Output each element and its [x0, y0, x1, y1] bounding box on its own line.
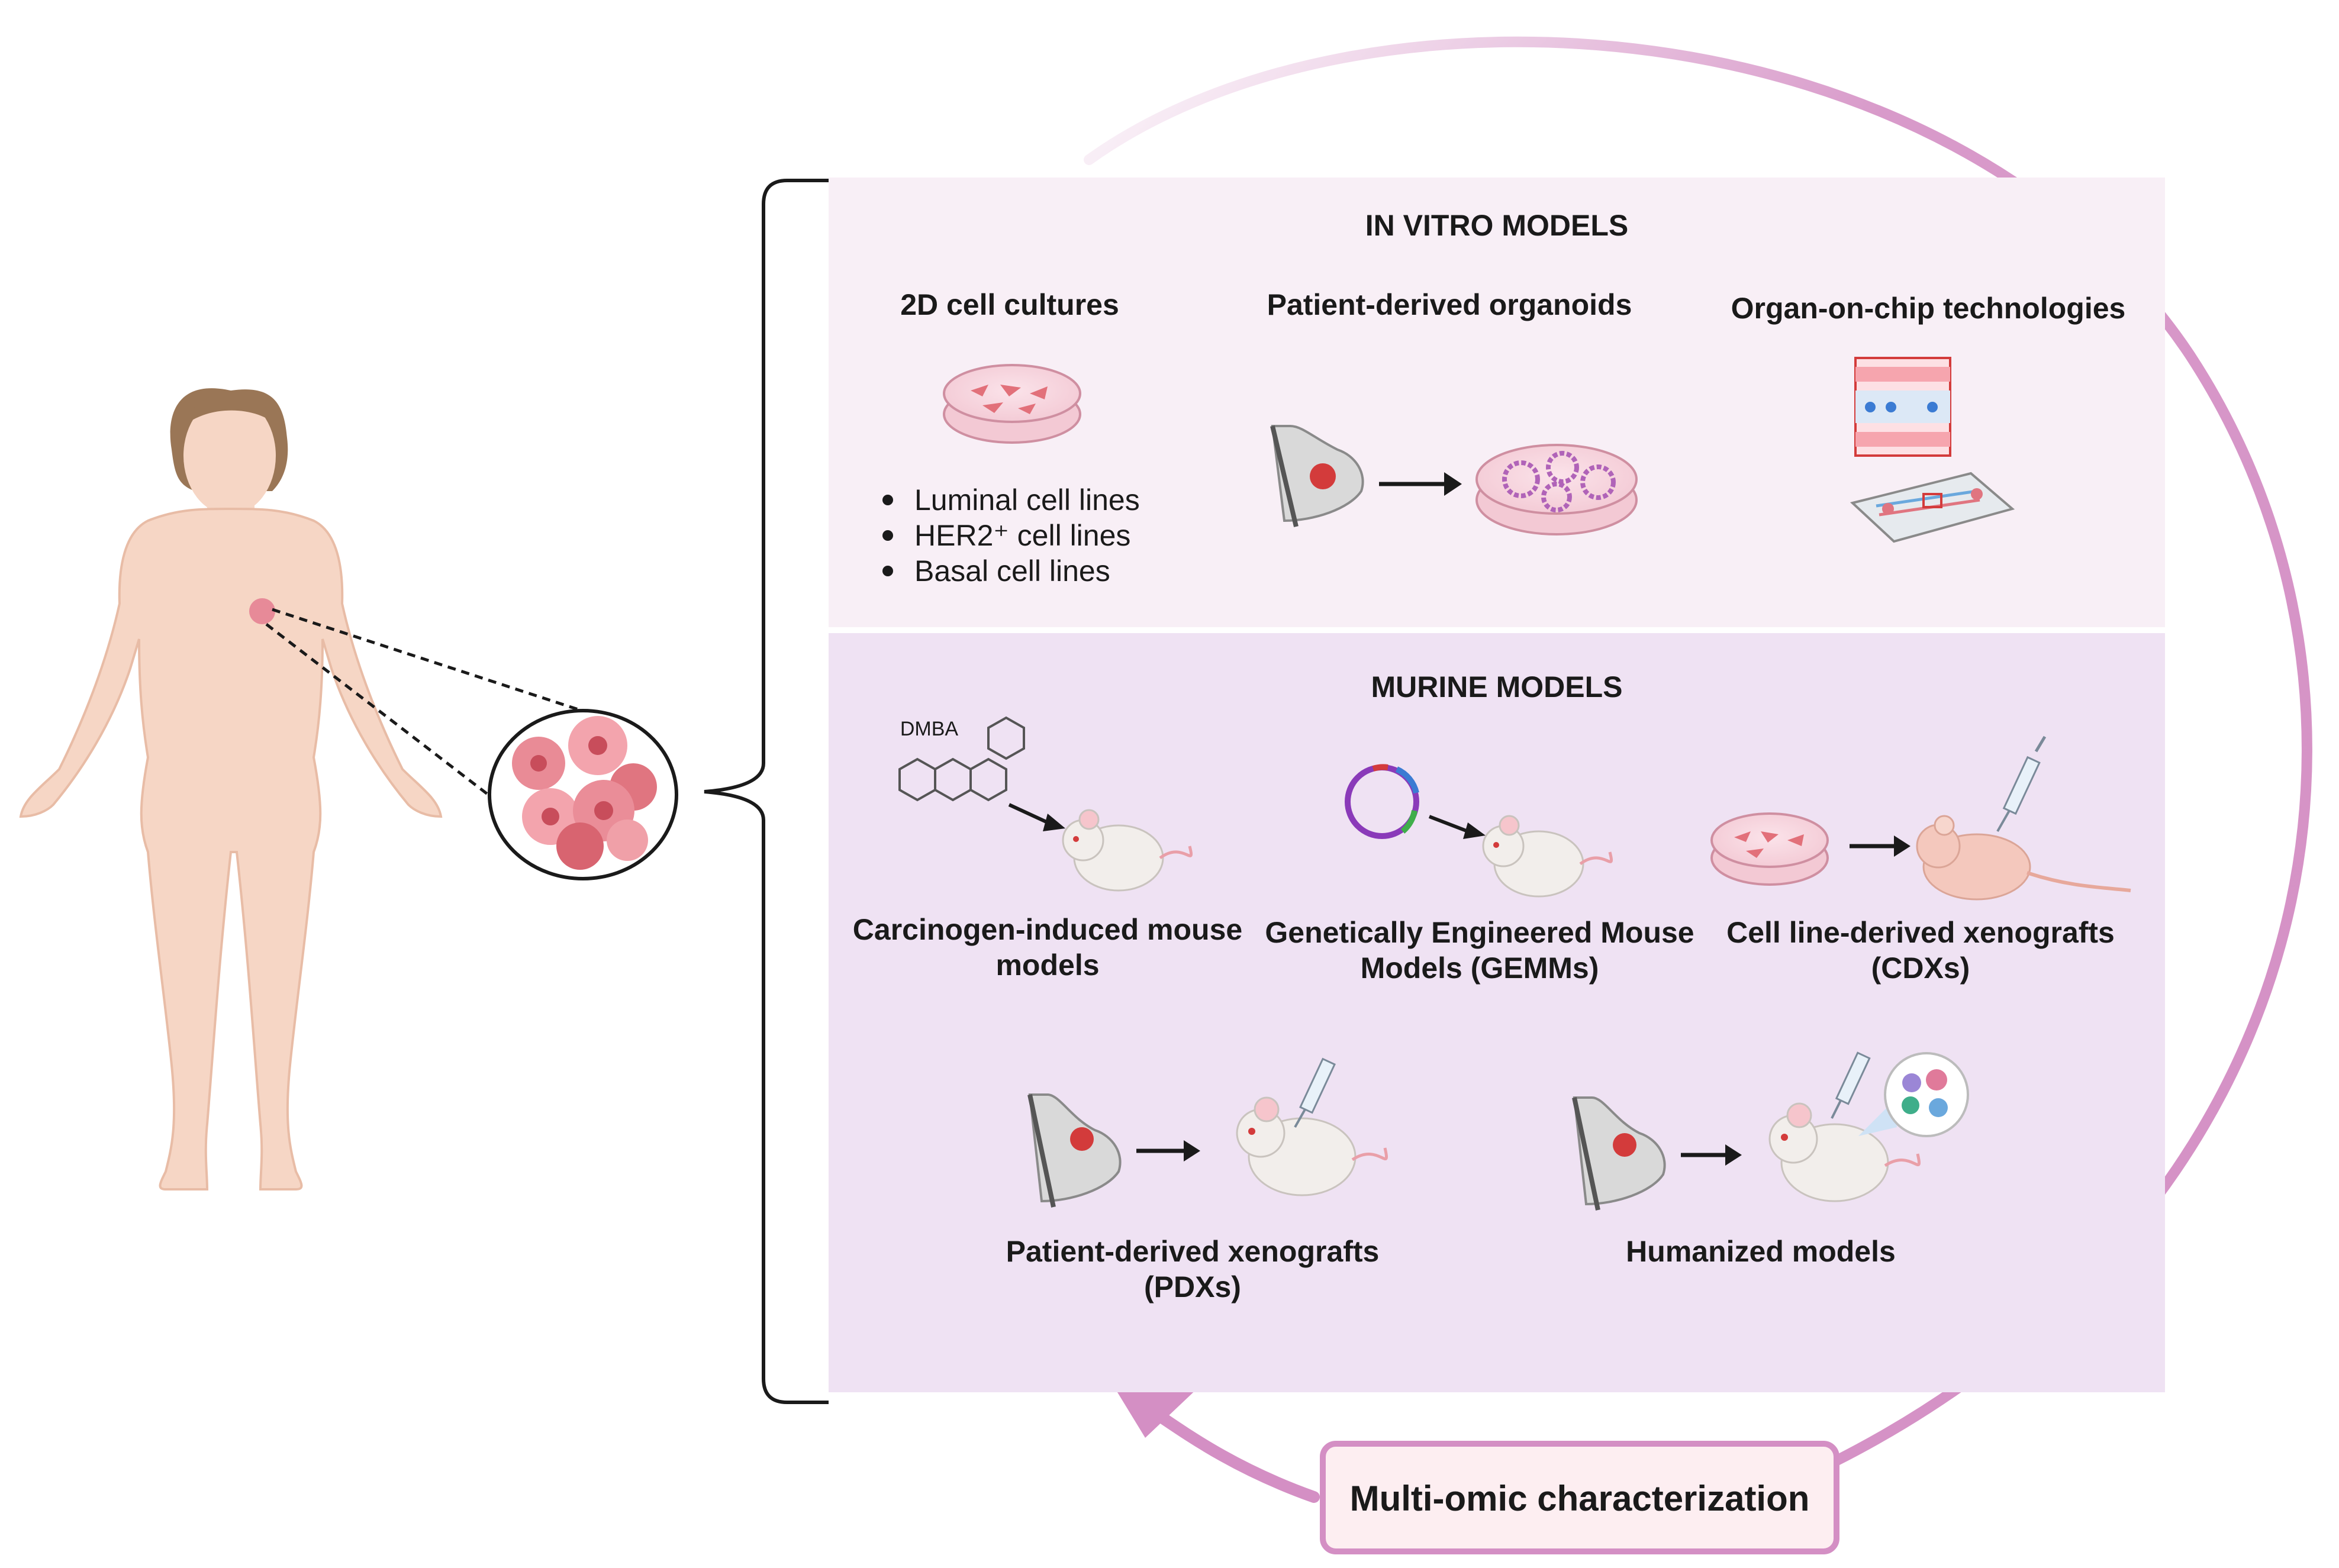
cdx-label-line1: Cell line-derived xenografts: [1726, 916, 2115, 949]
carcinogen-label-line2: models: [995, 948, 1099, 982]
cultures-2d-label: 2D cell cultures: [900, 288, 1119, 321]
dmba-label: DMBA: [900, 718, 959, 740]
pdx-label-line2: (PDXs): [1144, 1270, 1241, 1304]
human-figure-icon: [19, 388, 443, 1190]
organoid-dish-icon: [1475, 444, 1638, 535]
tumor-site: [249, 598, 275, 624]
tumor-cells-icon: [488, 709, 678, 880]
nude-mouse-icon: [1916, 815, 2131, 901]
petri-dish-icon: [1710, 812, 1829, 886]
organoids-label: Patient-derived organoids: [1267, 288, 1632, 321]
pdx-label-line1: Patient-derived xenografts: [1006, 1235, 1380, 1268]
bullet-item: Luminal cell lines: [914, 483, 1140, 517]
murine-panel: [829, 633, 2165, 1392]
in-vitro-title: IN VITRO MODELS: [1365, 209, 1628, 242]
bullet-item: Basal cell lines: [914, 554, 1110, 588]
syringe-icon: [1831, 1051, 1871, 1119]
multi-omic-box: [1320, 1441, 1839, 1554]
humanized-label: Humanized models: [1626, 1235, 1896, 1268]
bullet-item: HER2⁺ cell lines: [914, 519, 1130, 552]
syringe-icon: [1996, 735, 2047, 832]
mouse-icon: [1768, 1102, 1921, 1202]
petri-dish-icon: [943, 364, 1081, 444]
gemm-label-line2: Models (GEMMs): [1361, 951, 1599, 985]
multi-omic-label: Multi-omic characterization: [1350, 1479, 1810, 1518]
immune-cells-icon: [1858, 1052, 1969, 1137]
syringe-icon: [1294, 1057, 1336, 1128]
cdx-label-line2: (CDXs): [1871, 951, 1970, 985]
breast-tumor-icon: [1027, 1093, 1122, 1208]
mouse-icon: [1236, 1096, 1388, 1196]
cultures-2d-bullets: Luminal cell lines HER2⁺ cell lines Basa…: [882, 483, 1140, 588]
models-bracket: [704, 179, 829, 1404]
gemm-label-line1: Genetically Engineered Mouse: [1265, 916, 1694, 949]
plasmid-icon: [1345, 764, 1419, 839]
mouse-icon: [1482, 815, 1613, 898]
cycle-arrow: [1084, 36, 2312, 1503]
breast-tumor-icon: [1572, 1096, 1666, 1211]
mouse-icon: [1062, 809, 1193, 892]
breast-tumor-icon: [1270, 425, 1364, 527]
organ-chip-label: Organ-on-chip technologies: [1731, 292, 2126, 325]
carcinogen-label-line1: Carcinogen-induced mouse: [853, 913, 1242, 946]
organ-chip-icon: [1850, 357, 2015, 543]
cycle-arrowhead: [1113, 1385, 1201, 1438]
dmba-molecule-icon: [898, 716, 1025, 802]
murine-title: MURINE MODELS: [1371, 670, 1623, 704]
